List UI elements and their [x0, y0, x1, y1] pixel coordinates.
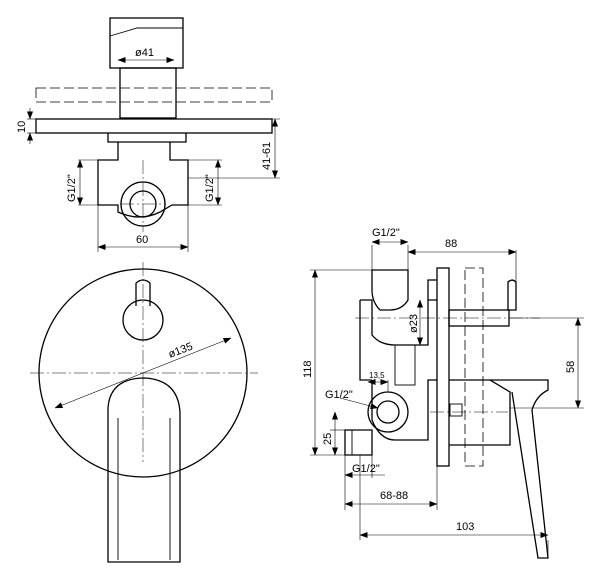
side-outlet-ring: [367, 391, 409, 433]
valve-body-side: [360, 299, 437, 346]
side-knob: [507, 279, 517, 311]
dim-plate-diameter-line: [54, 337, 232, 409]
thread-mid-label: G1/2": [325, 389, 353, 401]
dim-body-diameter-label: ø23: [408, 314, 420, 333]
dim-height-label: 118: [302, 360, 314, 378]
side-outlet-bore: [376, 400, 400, 424]
dim-bottom-label: 25: [322, 433, 334, 445]
thread-left-label: G1/2": [66, 174, 78, 202]
dim-depth-range-label: 41-61: [261, 142, 273, 170]
side-lever: [490, 379, 549, 559]
wall-outline: [35, 87, 273, 103]
dim-small-label: 13,5: [369, 371, 385, 380]
side-cover-plate: [436, 267, 450, 467]
side-wall: [464, 267, 484, 467]
dim-depth-range-side-label: 68-88: [380, 490, 408, 502]
cover-plate: [35, 118, 273, 134]
dim-plate-thickness-label: 10: [16, 121, 28, 133]
dim-offset-label: 58: [565, 361, 577, 373]
knob-facet: [109, 27, 183, 37]
dim-knob-diameter-label: ø41: [135, 47, 154, 59]
spindle: [119, 67, 177, 119]
thread-right-label: G1/2": [204, 174, 216, 202]
top-view: ø41 10 41-61 G1/2" G1/2": [16, 17, 280, 252]
dim-total-length-label: 103: [456, 521, 474, 533]
thread-bottom-label: G1/2": [352, 463, 380, 475]
thread-top-label: G1/2": [372, 227, 400, 239]
dim-width-label: 60: [136, 234, 148, 246]
lever-handle: [107, 377, 181, 563]
dim-length-label: 88: [445, 238, 457, 250]
bottom-outlet: [344, 429, 373, 456]
side-view: G1/2" 88 118 ø23 58 13,5 G1/2" 25 G1/2": [302, 227, 584, 559]
knob-outline: [109, 17, 184, 69]
front-view: ø135: [30, 262, 258, 563]
